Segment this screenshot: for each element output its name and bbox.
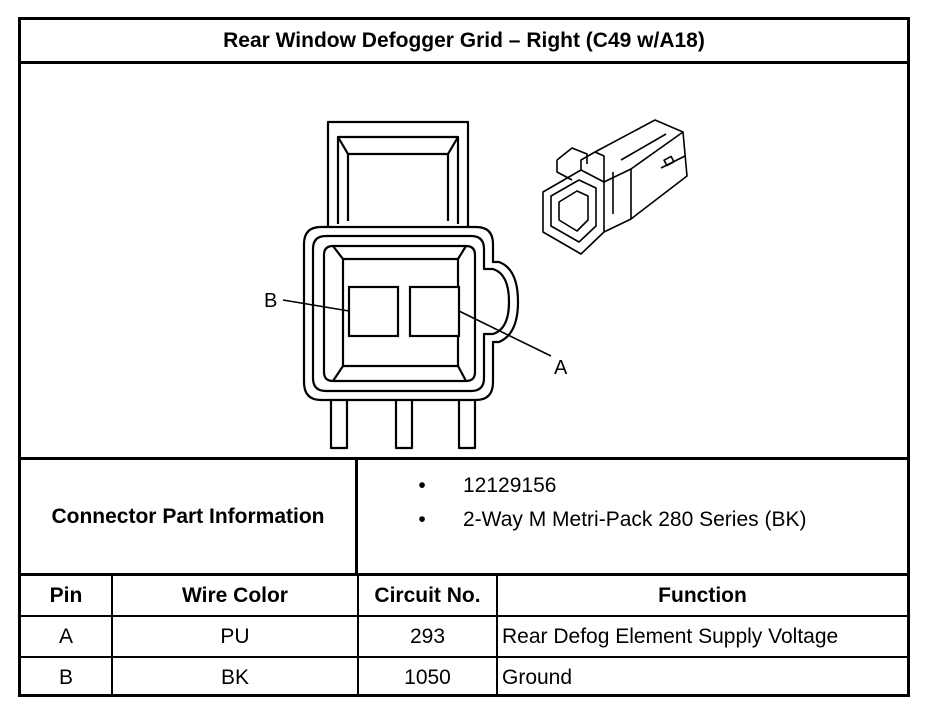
- connector-series-item: • 2-Way M Metri-Pack 280 Series (BK): [358, 508, 907, 538]
- circuit-no-cell: 1050: [357, 656, 498, 697]
- sheet-title: Rear Window Defogger Grid – Right (C49 w…: [21, 20, 907, 64]
- header-wire-color: Wire Color: [111, 576, 359, 617]
- function-cell: Ground: [496, 656, 907, 697]
- connector-drawing: B A: [264, 119, 688, 450]
- latch-outer: [326, 120, 470, 227]
- leader-line-b: [282, 299, 350, 312]
- terminal-b: [347, 285, 400, 338]
- table-row: A PU 293 Rear Defog Element Supply Volta…: [21, 615, 907, 658]
- function-cell: Rear Defog Element Supply Voltage: [496, 615, 907, 658]
- connector-foot-middle: [394, 400, 414, 450]
- connector-part-info: Connector Part Information • 12129156 • …: [21, 457, 907, 576]
- connector-body-outer: [302, 225, 520, 402]
- pin-cell: A: [21, 615, 113, 658]
- header-pin: Pin: [21, 576, 113, 617]
- connector-part-info-label: Connector Part Information: [21, 460, 358, 573]
- pin-table-header: Pin Wire Color Circuit No. Function: [21, 576, 907, 617]
- connector-foot-left: [329, 400, 349, 450]
- header-circuit-no: Circuit No.: [357, 576, 498, 617]
- header-function: Function: [496, 576, 907, 617]
- part-number: 12129156: [463, 474, 557, 497]
- connector-foot-right: [457, 400, 477, 450]
- connector-part-info-list: • 12129156 • 2-Way M Metri-Pack 280 Seri…: [358, 460, 907, 573]
- connector-diagram: B A: [21, 64, 907, 457]
- bullet-icon: •: [418, 508, 426, 531]
- pin-label-b: B: [264, 290, 277, 312]
- connector-series: 2-Way M Metri-Pack 280 Series (BK): [463, 508, 807, 531]
- pin-cell: B: [21, 656, 113, 697]
- connector-info-sheet: Rear Window Defogger Grid – Right (C49 w…: [18, 17, 910, 697]
- connector-3d-view: [542, 119, 688, 255]
- terminal-a: [408, 285, 461, 338]
- wire-color-cell: BK: [111, 656, 359, 697]
- leader-line-a: [458, 310, 552, 357]
- part-number-item: • 12129156: [358, 474, 907, 504]
- pin-label-a: A: [554, 357, 568, 379]
- table-row: B BK 1050 Ground: [21, 656, 907, 697]
- pin-table: Pin Wire Color Circuit No. Function A PU…: [21, 576, 907, 697]
- wire-color-cell: PU: [111, 615, 359, 658]
- bullet-icon: •: [418, 474, 426, 497]
- circuit-no-cell: 293: [357, 615, 498, 658]
